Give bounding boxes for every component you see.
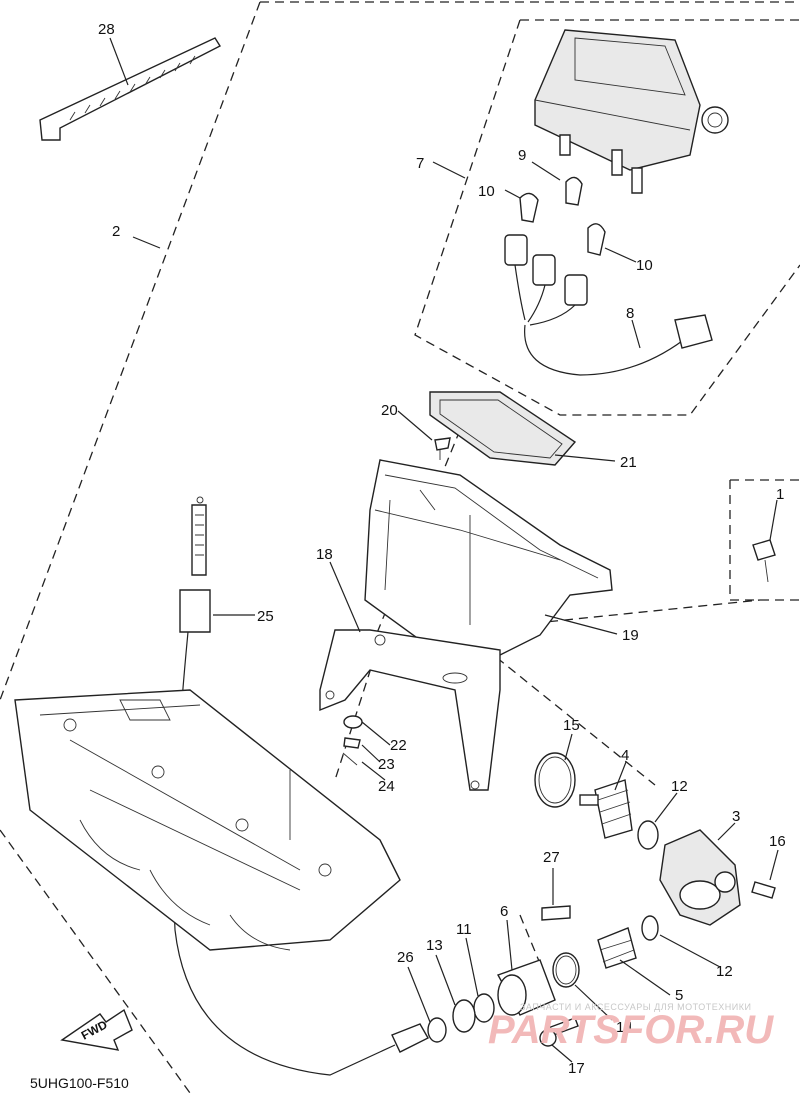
- callout-10-a: 10: [478, 183, 495, 200]
- callout-5: 5: [675, 987, 683, 1004]
- callout-18: 18: [316, 546, 333, 563]
- watermark-brand: PARTSFOR.RU: [488, 1008, 774, 1052]
- grommet-collar-nut: [342, 715, 363, 766]
- callout-25: 25: [257, 608, 274, 625]
- callout-12-b: 12: [716, 963, 733, 980]
- bulbs: [519, 176, 606, 256]
- meter-unit: [534, 29, 729, 194]
- callout-21: 21: [620, 454, 637, 471]
- watermark-tagline: ЗАПЧАСТИ И АКСЕССУАРЫ ДЛЯ МОТОТЕХНИКИ: [520, 1002, 751, 1012]
- sleeve-seals: [427, 959, 579, 1047]
- callout-1: 1: [776, 486, 784, 503]
- bolt: [752, 539, 776, 583]
- callout-17: 17: [568, 1060, 585, 1077]
- watermark: ЗАПЧАСТИ И АКСЕССУАРЫ ДЛЯ МОТОТЕХНИКИ PA…: [488, 1002, 774, 1052]
- leader-lines: [109, 37, 779, 1063]
- callout-15: 15: [563, 717, 580, 734]
- screw: [434, 437, 451, 460]
- callout-3: 3: [732, 808, 740, 825]
- callout-4: 4: [621, 747, 629, 764]
- diagram-code: 5UHG100-F510: [30, 1075, 129, 1091]
- meter-housing: [364, 459, 613, 656]
- forward-arrow-icon: FWD: [60, 1008, 133, 1051]
- callout-8: 8: [626, 305, 634, 322]
- callout-14: 14: [616, 1019, 633, 1036]
- callout-7: 7: [416, 155, 424, 172]
- callout-6: 6: [500, 903, 508, 920]
- drive-gear-assembly: [534, 752, 776, 988]
- callout-28: 28: [98, 21, 115, 38]
- callout-20: 20: [381, 402, 398, 419]
- cable-tie: [39, 37, 221, 141]
- callout-26: 26: [397, 949, 414, 966]
- callout-11: 11: [456, 921, 472, 938]
- frame: [14, 689, 401, 951]
- callout-23: 23: [378, 756, 395, 773]
- callout-12-a: 12: [671, 778, 688, 795]
- meter-bracket: [319, 629, 501, 791]
- callout-labels: 1 2 3 4 5 6 7 8 9 10 10 11 12 12 13 14 1…: [98, 21, 786, 1077]
- callout-22: 22: [390, 737, 407, 754]
- callout-10-b: 10: [636, 257, 653, 274]
- wire-harness: [504, 234, 713, 376]
- callout-9: 9: [518, 147, 526, 164]
- callout-2: 2: [112, 223, 120, 240]
- meter-cover: [429, 391, 577, 466]
- callout-24: 24: [378, 778, 395, 795]
- callout-19: 19: [622, 627, 639, 644]
- callout-16: 16: [769, 833, 786, 850]
- callout-27: 27: [543, 849, 560, 866]
- callout-13: 13: [426, 937, 443, 954]
